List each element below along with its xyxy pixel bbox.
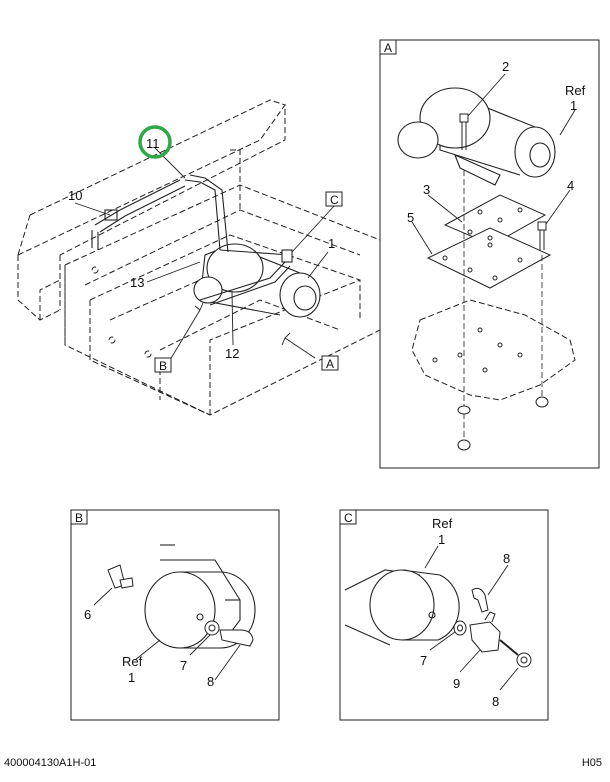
detail-c-panel — [339, 509, 549, 721]
detail-b-leaders — [93, 587, 241, 681]
detail-b-washer-7 — [204, 620, 220, 636]
detail-c-callout-8-top: 8 — [503, 551, 510, 566]
detail-a-callout-4: 4 — [567, 178, 574, 193]
detail-c-tag: C — [344, 511, 353, 525]
detail-c-terminal-8 — [499, 639, 532, 668]
cables — [91, 174, 293, 306]
detail-c-callout-7: 7 — [420, 653, 427, 668]
detail-a-centerlines — [463, 170, 543, 440]
detail-b-callout-6: 6 — [84, 607, 91, 622]
callout-1: 1 — [328, 236, 335, 251]
starter-motor — [193, 243, 321, 318]
detail-b-motor — [144, 544, 256, 649]
drawing-number: 400004130A1H-01 — [4, 757, 97, 769]
tag-box-b — [154, 357, 172, 373]
detail-c-tee-9 — [469, 611, 501, 653]
tag-a: A — [326, 357, 334, 371]
tag-c: C — [330, 193, 339, 207]
detail-c-ref: Ref — [432, 516, 453, 531]
detail-a-callout-1: 1 — [570, 98, 577, 113]
detail-c-callout-9: 9 — [453, 676, 460, 691]
detail-c-fitting-8-top — [471, 587, 489, 613]
detail-b-tag: B — [75, 511, 83, 525]
detail-b-callout-8: 8 — [207, 674, 214, 689]
detail-c-callout-1: 1 — [438, 532, 445, 547]
detail-c-motor — [344, 569, 460, 646]
detail-b-callout-1: 1 — [128, 670, 135, 685]
detail-b-panel — [70, 509, 280, 721]
detail-a-motor — [397, 87, 556, 186]
detail-b-ref: Ref — [122, 654, 143, 669]
frame-rail — [17, 99, 286, 321]
detail-a-callout-3: 3 — [423, 182, 430, 197]
detail-a-text: A 2 Ref 1 3 4 5 — [384, 41, 586, 225]
detail-a-plate-5 — [426, 227, 552, 289]
detail-a-nuts — [457, 396, 549, 451]
main-callout-text: 10 11 13 12 1 C B A — [68, 136, 339, 373]
main-assembly-view — [17, 99, 381, 416]
callout-12: 12 — [225, 346, 239, 361]
highlight-ring — [138, 125, 172, 159]
detail-a-panel — [379, 39, 600, 469]
detail-c-callout-8-bottom: 8 — [492, 694, 499, 709]
detail-a-bracket — [411, 299, 576, 401]
detail-a-tag: A — [384, 41, 392, 55]
detail-c-text: C Ref 1 8 7 9 8 — [344, 511, 510, 709]
detail-b-callout-7: 7 — [180, 658, 187, 673]
callout-11: 11 — [146, 136, 160, 151]
detail-a-leaders — [411, 73, 576, 255]
detail-a-bolt-4 — [537, 221, 547, 250]
leaders — [74, 147, 336, 361]
detail-c-leaders — [424, 545, 519, 691]
detail-a-ref: Ref — [565, 83, 586, 98]
detail-a-bolt-2 — [459, 113, 469, 150]
tag-b: B — [159, 359, 167, 373]
callout-13: 13 — [130, 275, 144, 290]
callout-10: 10 — [68, 188, 82, 203]
detail-c-washer-7 — [453, 620, 467, 636]
tag-box-a — [321, 355, 339, 371]
detail-a-callout-2: 2 — [502, 59, 509, 74]
detail-b-fitting-6 — [107, 564, 134, 589]
detail-a-callout-5: 5 — [407, 210, 414, 225]
sheet-code: H05 — [581, 757, 602, 769]
tag-box-c — [325, 191, 343, 207]
detail-b-elbow-8 — [219, 629, 254, 647]
detail-b-text: B 6 7 8 Ref 1 — [75, 511, 214, 689]
detail-a-holes — [432, 207, 523, 373]
